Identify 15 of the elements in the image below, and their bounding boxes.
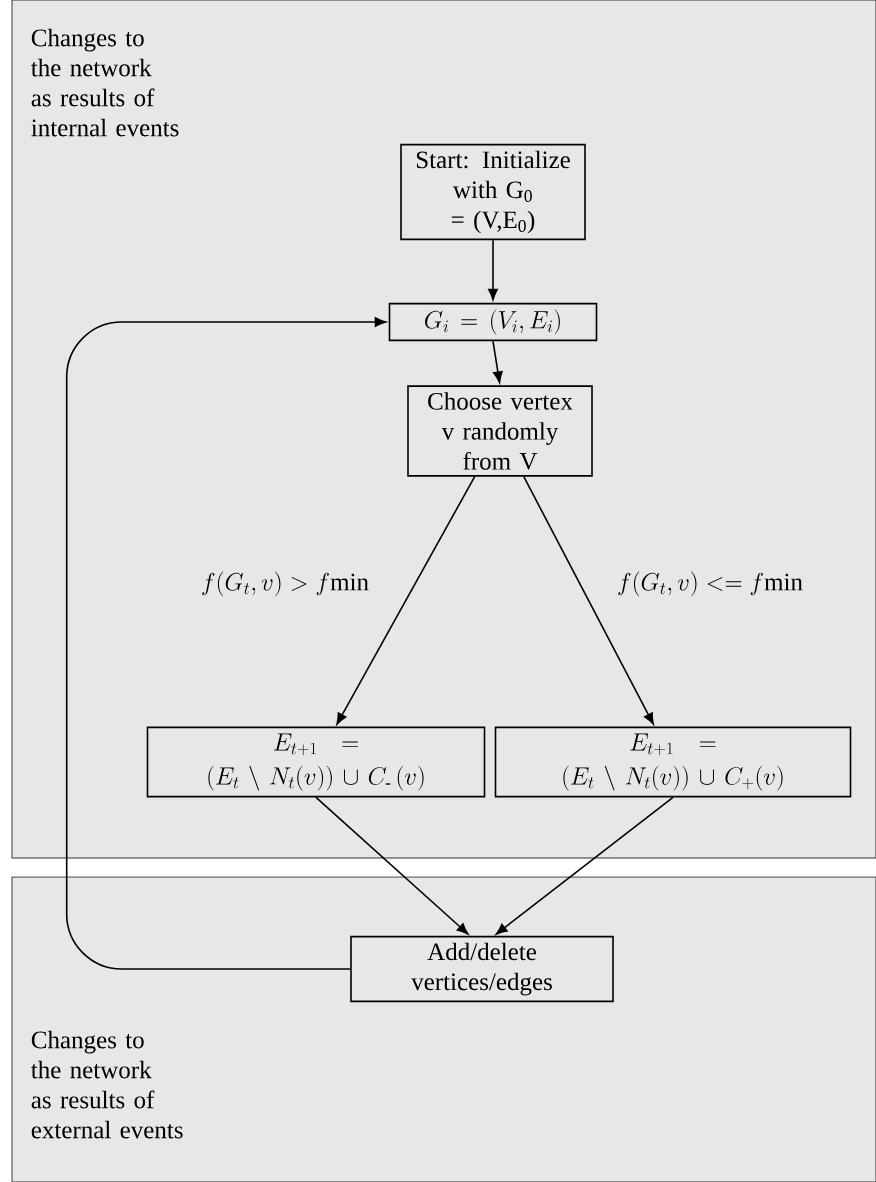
arrow — [315, 796, 469, 935]
arrow — [495, 796, 674, 935]
arrow — [65, 317, 387, 970]
process-box: $G_i = (V_i, E_i)$ — [388, 302, 598, 342]
process-box: Add/delete vertices/edges — [350, 935, 614, 1003]
arrow — [336, 475, 476, 725]
arrow — [488, 239, 498, 301]
process-box: Start: Initialize with G$_{0}$ = (V,E$_{0}$) — [400, 143, 586, 241]
edge-label: $f(G_t,v) > f\mathrm{min}$ — [199, 569, 371, 599]
arrow — [523, 475, 654, 725]
process-box: $E_{t+1} =$ $(E_t\setminus N_t(v))\cup C_{\text{-}}\,(v)$ — [146, 726, 486, 798]
process-box: Choose vertex v randomly from V — [407, 385, 593, 477]
edge-label: $f(G_t,v) <= f\mathrm{min}$ — [615, 569, 805, 599]
process-box: $E_{t+1} =$ $(E_t\setminus N_t(v)) \cup C_+(v)$ — [494, 726, 852, 798]
arrow — [492, 340, 503, 384]
